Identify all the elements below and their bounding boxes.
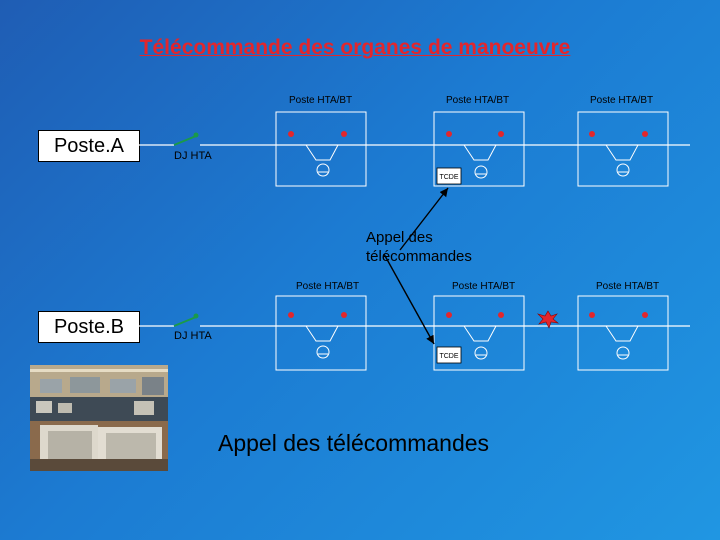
poste-a-substation-2: TCDE (434, 112, 524, 186)
poste-b-tcde-label: TCDE (439, 353, 458, 360)
poste-a-row: TCDE (138, 112, 690, 186)
poste-b-substation-1 (276, 296, 366, 370)
breaker-dot (446, 131, 452, 137)
transformer-icon (317, 164, 329, 176)
control-room-photo (30, 365, 168, 471)
poste-a-substation-3 (578, 112, 668, 186)
transformer-icon (617, 347, 629, 359)
poste-b-substation-3 (578, 296, 668, 370)
breaker-dot (589, 131, 595, 137)
breaker-dot (642, 312, 648, 318)
arrow-to-poste-b-tcde (384, 254, 434, 344)
poste-b-dj-pivot (194, 314, 199, 319)
breaker-dot (498, 312, 504, 318)
poste-a-substation-1 (276, 112, 366, 186)
poste-a-tcde-label: TCDE (439, 174, 458, 181)
breaker-dot (341, 312, 347, 318)
poste-b-substation-2: TCDE (434, 296, 524, 370)
poste-a-dj-pivot (194, 133, 199, 138)
breaker-dot (288, 131, 294, 137)
poste-a-dj-switch (174, 136, 196, 145)
transformer-icon (475, 347, 487, 359)
transformer-icon (475, 166, 487, 178)
transformer-icon (317, 346, 329, 358)
breaker-dot (341, 131, 347, 137)
breaker-dot (288, 312, 294, 318)
breaker-dot (642, 131, 648, 137)
breaker-dot (498, 131, 504, 137)
transformer-icon (617, 164, 629, 176)
breaker-dot (589, 312, 595, 318)
breaker-dot (446, 312, 452, 318)
poste-b-dj-switch (174, 317, 196, 326)
arrow-to-poste-a-tcde (400, 188, 448, 250)
